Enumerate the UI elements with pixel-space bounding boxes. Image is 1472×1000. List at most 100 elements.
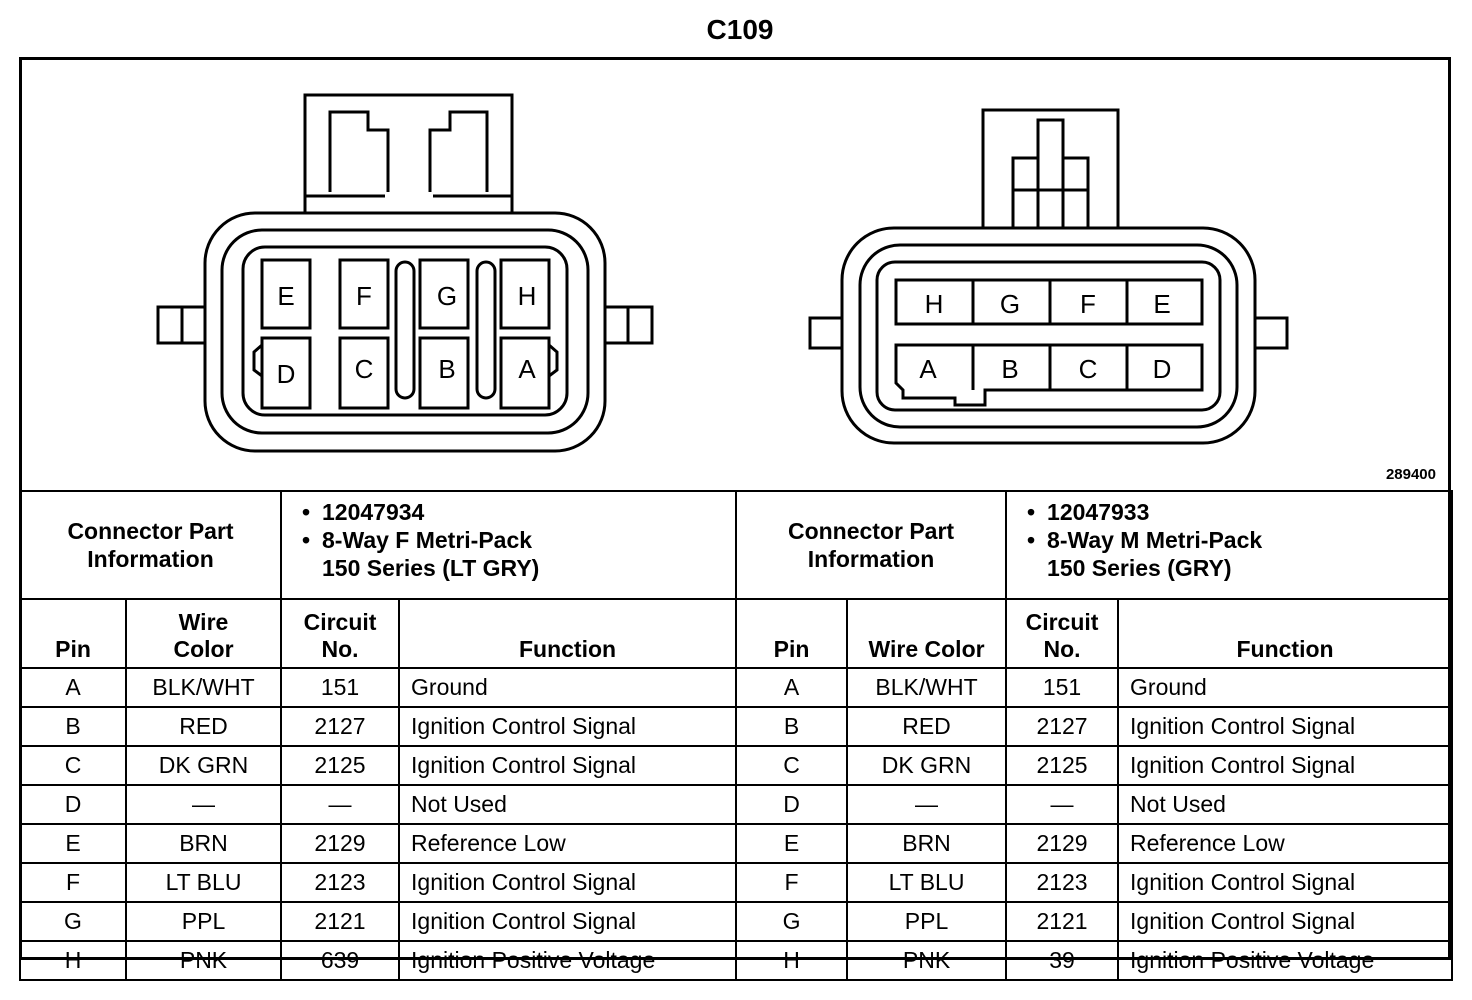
left-wire-color-cell: BRN <box>124 823 283 864</box>
right-function-cell: Ignition Control Signal <box>1117 862 1454 903</box>
left-part-number: 12047934 <box>282 498 735 526</box>
right-circuit-cell: 2125 <box>1005 745 1120 786</box>
left-header-function: Function <box>398 598 738 669</box>
left-wire-color-cell: PNK <box>124 940 283 981</box>
left-circuit-cell: — <box>280 784 401 825</box>
right-pin-cell: A <box>735 667 849 708</box>
left-circuit-cell: 151 <box>280 667 401 708</box>
right-pin-cell: F <box>735 862 849 903</box>
male-connector-drawing <box>808 108 1289 445</box>
right-description-line1: 8-Way M Metri-Pack <box>1007 526 1451 554</box>
male-pin-c: C <box>1079 354 1098 384</box>
right-wire-color-cell: RED <box>846 706 1008 747</box>
right-pin-cell: G <box>735 901 849 942</box>
left-description-line2: 150 Series (LT GRY) <box>322 555 540 581</box>
female-connector-drawing <box>156 93 654 453</box>
male-pin-b: B <box>1001 354 1018 384</box>
right-function-cell: Ignition Control Signal <box>1117 901 1454 942</box>
left-function-cell: Not Used <box>398 784 738 825</box>
left-pin-cell: C <box>19 745 127 786</box>
connector-drawings: E F G H D C B A H G F E A <box>156 93 1289 453</box>
right-circuit-cell: 39 <box>1005 940 1120 981</box>
right-header-function: Function <box>1117 598 1454 669</box>
pinout-table: Connector Part Information 12047934 8-Wa… <box>18 490 1454 981</box>
right-header-circuit-text: Circuit No. <box>1025 609 1099 662</box>
left-function-cell: Reference Low <box>398 823 738 864</box>
right-function-cell: Ignition Positive Voltage <box>1117 940 1454 981</box>
male-pin-a: A <box>919 354 937 384</box>
left-wire-color-cell: RED <box>124 706 283 747</box>
male-pin-g: G <box>1000 289 1020 319</box>
right-part-number: 12047933 <box>1007 498 1451 526</box>
female-pin-e: E <box>277 281 294 311</box>
left-circuit-cell: 2121 <box>280 901 401 942</box>
right-circuit-cell: 151 <box>1005 667 1120 708</box>
right-pin-cell: C <box>735 745 849 786</box>
male-pin-labels: H G F E A B C D <box>919 289 1171 384</box>
left-pin-cell: E <box>19 823 127 864</box>
left-function-cell: Ground <box>398 667 738 708</box>
left-function-cell: Ignition Control Signal <box>398 706 738 747</box>
left-pin-cell: B <box>19 706 127 747</box>
left-pin-cell: D <box>19 784 127 825</box>
left-pin-cell: A <box>19 667 127 708</box>
left-info-description: 12047934 8-Way F Metri-Pack 150 Series (… <box>280 490 738 600</box>
right-function-cell: Ground <box>1117 667 1454 708</box>
left-circuit-cell: 2127 <box>280 706 401 747</box>
left-wire-color-cell: — <box>124 784 283 825</box>
female-pin-d: D <box>277 359 296 389</box>
connector-title: C109 <box>706 14 774 45</box>
right-function-cell: Ignition Control Signal <box>1117 706 1454 747</box>
right-description-line2: 150 Series (GRY) <box>1047 555 1232 581</box>
left-circuit-cell: 2123 <box>280 862 401 903</box>
left-wire-color-cell: LT BLU <box>124 862 283 903</box>
left-function-cell: Ignition Control Signal <box>398 745 738 786</box>
connector-info-row: Connector Part Information 12047934 8-Wa… <box>18 490 1454 600</box>
left-pin-cell: G <box>19 901 127 942</box>
female-pin-h: H <box>518 281 537 311</box>
male-pin-f: F <box>1080 289 1096 319</box>
left-circuit-cell: 639 <box>280 940 401 981</box>
left-description-line1: 8-Way F Metri-Pack <box>282 526 735 554</box>
left-header-wire-color-text: Wire Color <box>173 609 234 662</box>
right-circuit-cell: 2127 <box>1005 706 1120 747</box>
left-info-label: Connector Part Information <box>18 490 283 600</box>
left-circuit-cell: 2125 <box>280 745 401 786</box>
left-function-cell: Ignition Control Signal <box>398 901 738 942</box>
right-wire-color-cell: BLK/WHT <box>846 667 1008 708</box>
left-function-cell: Ignition Positive Voltage <box>398 940 738 981</box>
left-header-wire-color: Wire Color <box>124 598 283 669</box>
left-wire-color-cell: BLK/WHT <box>124 667 283 708</box>
left-circuit-cell: 2129 <box>280 823 401 864</box>
right-wire-color-cell: PPL <box>846 901 1008 942</box>
left-pin-cell: H <box>19 940 127 981</box>
female-pin-f: F <box>356 281 372 311</box>
right-info-description: 12047933 8-Way M Metri-Pack 150 Series (… <box>1005 490 1454 600</box>
male-pin-d: D <box>1153 354 1172 384</box>
right-circuit-cell: 2123 <box>1005 862 1120 903</box>
right-circuit-cell: — <box>1005 784 1120 825</box>
table-header-row: Pin Wire Color Circuit No. Function Pin … <box>19 598 1454 669</box>
right-function-cell: Reference Low <box>1117 823 1454 864</box>
right-pin-cell: E <box>735 823 849 864</box>
right-function-cell: Not Used <box>1117 784 1454 825</box>
female-pin-b: B <box>438 354 455 384</box>
female-pin-g: G <box>437 281 457 311</box>
right-wire-color-cell: DK GRN <box>846 745 1008 786</box>
left-header-pin: Pin <box>19 598 127 669</box>
left-wire-color-cell: DK GRN <box>124 745 283 786</box>
figure-id: 289400 <box>1385 466 1436 483</box>
right-wire-color-cell: — <box>846 784 1008 825</box>
left-pin-cell: F <box>19 862 127 903</box>
left-header-circuit-text: Circuit No. <box>303 609 377 662</box>
left-function-cell: Ignition Control Signal <box>398 862 738 903</box>
right-wire-color-cell: PNK <box>846 940 1008 981</box>
right-wire-color-cell: LT BLU <box>846 862 1008 903</box>
